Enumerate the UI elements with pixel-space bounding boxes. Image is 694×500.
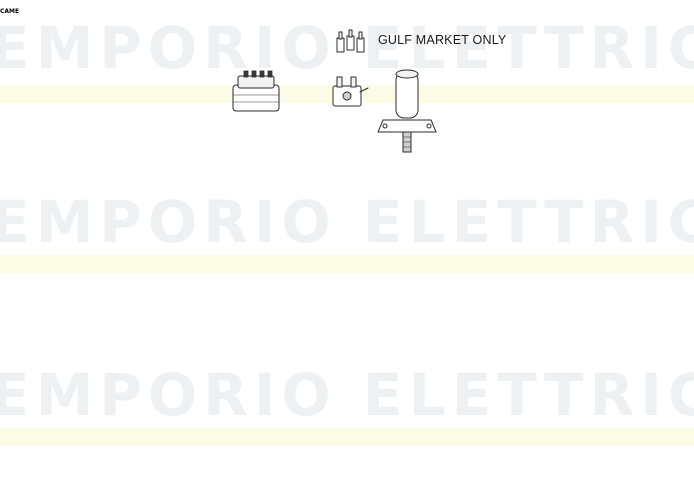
gulf-market-callout: GULF MARKET ONLY — [378, 33, 507, 47]
limit-switch-icon — [332, 76, 369, 107]
watermark: EMPORIO ELETTRICO EMPORIO ELETTRICO EMPO… — [0, 14, 694, 446]
watermark-band — [0, 428, 694, 446]
gearmotor-housing-icon: CAME — [0, 0, 19, 17]
watermark-band — [0, 255, 694, 273]
watermark-text: EMPORIO ELETTRICO — [0, 188, 694, 256]
watermark-text: EMPORIO ELETTRICO — [0, 361, 694, 429]
terminal-clips-icon — [336, 29, 365, 53]
brand-label: CAME — [0, 8, 20, 15]
motor-icon — [377, 69, 437, 153]
transformer-icon — [232, 70, 280, 112]
